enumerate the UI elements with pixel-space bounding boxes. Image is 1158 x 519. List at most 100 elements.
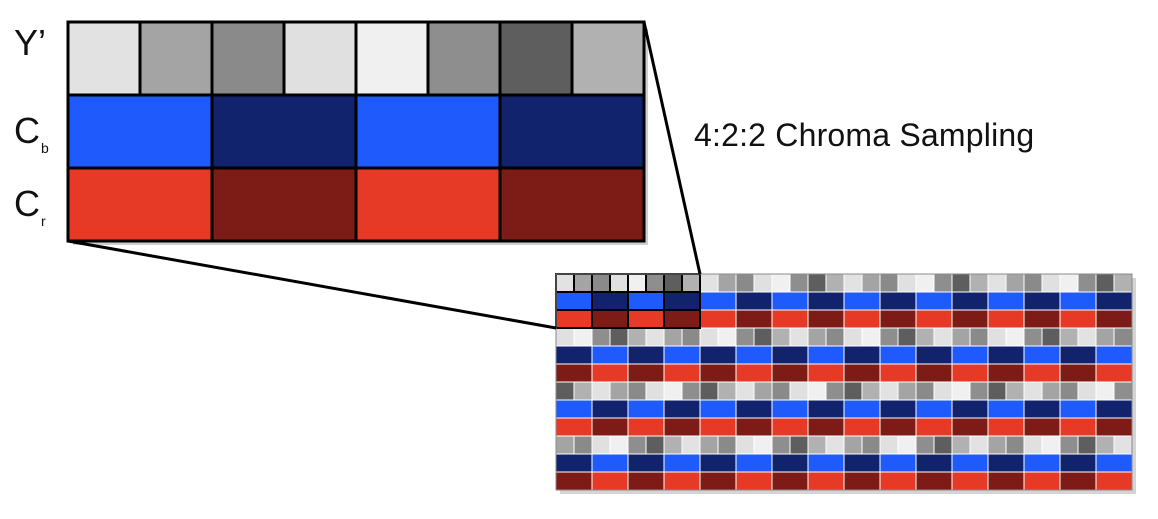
grid-luma-cell: [1113, 435, 1133, 455]
grid-cb-cell: [987, 453, 1025, 473]
grid-luma-cell: [663, 435, 683, 455]
grid-cb-cell: [735, 345, 773, 365]
grid-luma-cell: [915, 381, 935, 401]
grid-luma-cell: [1041, 435, 1061, 455]
grid-luma-cell: [681, 381, 701, 401]
grid-cb-cell: [1023, 399, 1061, 419]
grid-cr-cell: [555, 417, 593, 437]
grid-luma-cell: [807, 381, 827, 401]
zoom-luma-cell: [210, 20, 286, 97]
grid-cb-cell: [1095, 291, 1133, 311]
grid-luma-cell: [645, 435, 665, 455]
grid-cb-cell: [1023, 453, 1061, 473]
grid-highlight-luma-cell: [627, 273, 647, 293]
grid-cb-cell: [807, 453, 845, 473]
grid-highlight-luma-cell: [591, 273, 611, 293]
grid-luma-cell: [897, 273, 917, 293]
grid-cb-cell: [987, 345, 1025, 365]
grid-cr-cell: [951, 471, 989, 491]
grid-luma-cell: [969, 327, 989, 347]
grid-cr-cell: [807, 363, 845, 383]
grid-luma-cell: [951, 273, 971, 293]
grid-luma-cell: [789, 273, 809, 293]
grid-luma-cell: [663, 381, 683, 401]
grid-cr-cell: [699, 363, 737, 383]
grid-cb-cell: [555, 399, 593, 419]
grid-luma-cell: [789, 327, 809, 347]
grid-cb-cell: [915, 291, 953, 311]
grid-cr-cell: [555, 363, 593, 383]
grid-luma-cell: [735, 381, 755, 401]
zoom-luma-cell: [426, 20, 502, 97]
grid-highlight-cb-cell: [663, 291, 701, 311]
grid-luma-cell: [1095, 435, 1115, 455]
grid-cr-cell: [627, 471, 665, 491]
grid-luma-cell: [1077, 327, 1097, 347]
grid-cr-cell: [915, 471, 953, 491]
grid-cr-cell: [591, 417, 629, 437]
grid-cr-cell: [771, 417, 809, 437]
grid-cr-cell: [951, 309, 989, 329]
grid-luma-cell: [771, 435, 791, 455]
grid-cr-cell: [1095, 363, 1133, 383]
grid-luma-cell: [663, 327, 683, 347]
grid-highlight-luma-cell: [573, 273, 593, 293]
zoom-luma-cell: [282, 20, 358, 97]
grid-luma-cell: [591, 435, 611, 455]
grid-cr-cell: [735, 309, 773, 329]
grid-luma-cell: [933, 327, 953, 347]
grid-cr-cell: [915, 417, 953, 437]
grid-cb-cell: [771, 291, 809, 311]
grid-luma-cell: [1005, 327, 1025, 347]
grid-cr-cell: [1023, 417, 1061, 437]
grid-cb-cell: [627, 453, 665, 473]
grid-luma-cell: [987, 381, 1007, 401]
zoom-connector-top: [642, 21, 702, 275]
grid-cr-cell: [735, 471, 773, 491]
grid-cb-cell: [807, 399, 845, 419]
grid-luma-cell: [1041, 273, 1061, 293]
grid-luma-cell: [699, 327, 719, 347]
grid-luma-cell: [1005, 381, 1025, 401]
grid-cb-cell: [699, 291, 737, 311]
grid-cr-cell: [771, 363, 809, 383]
grid-luma-cell: [1059, 327, 1079, 347]
grid-luma-cell: [1077, 435, 1097, 455]
grid-highlight-cr-cell: [627, 309, 665, 329]
grid-cr-cell: [1095, 417, 1133, 437]
grid-luma-cell: [627, 327, 647, 347]
cr-label: Cr: [14, 183, 46, 229]
grid-cb-cell: [663, 399, 701, 419]
grid-cb-cell: [555, 345, 593, 365]
grid-luma-cell: [735, 435, 755, 455]
grid-luma-cell: [753, 273, 773, 293]
grid-luma-cell: [1059, 381, 1079, 401]
grid-cr-cell: [699, 309, 737, 329]
grid-cb-cell: [951, 291, 989, 311]
grid-luma-cell: [789, 435, 809, 455]
zoom-cb-cell: [210, 93, 358, 170]
grid-cr-cell: [1023, 363, 1061, 383]
grid-luma-cell: [807, 435, 827, 455]
grid-cr-cell: [843, 417, 881, 437]
grid-luma-cell: [897, 327, 917, 347]
grid-luma-cell: [1005, 435, 1025, 455]
grid-luma-cell: [1023, 327, 1043, 347]
grid-luma-cell: [789, 381, 809, 401]
grid-cb-cell: [735, 291, 773, 311]
grid-cb-cell: [1095, 453, 1133, 473]
grid-cr-cell: [1059, 471, 1097, 491]
grid-cb-cell: [915, 453, 953, 473]
grid-luma-cell: [717, 381, 737, 401]
grid-luma-cell: [645, 327, 665, 347]
grid-luma-cell: [825, 327, 845, 347]
grid-luma-cell: [951, 381, 971, 401]
grid-luma-cell: [1077, 273, 1097, 293]
grid-luma-cell: [591, 381, 611, 401]
grid-luma-cell: [1095, 327, 1115, 347]
grid-cb-cell: [915, 399, 953, 419]
zoom-cr-cell: [210, 166, 358, 243]
zoom-luma-cell: [570, 20, 646, 97]
grid-cr-cell: [1059, 309, 1097, 329]
